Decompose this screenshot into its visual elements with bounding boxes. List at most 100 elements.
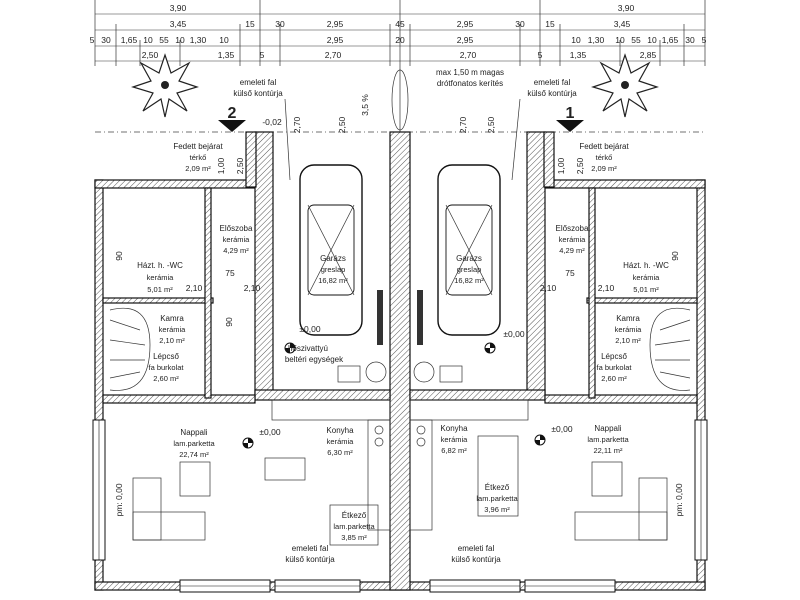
room-area: 22,11 m²: [593, 446, 623, 455]
dimension-labels-row2: 3,45 15 30 2,95 45 2,95 30 15 3,45: [170, 19, 631, 29]
dim-label: 1,30: [588, 35, 605, 45]
vertical-dimension-labels: 2,70 2,50 2,70 2,50 1,00 2,50 1,00 2,50 …: [114, 116, 684, 516]
room-hall-left: Előszoba kerámia 4,29 m²: [220, 224, 253, 255]
car-icon: [299, 164, 363, 336]
room-pantry-left: Kamra kerámia 2,10 m²: [159, 314, 187, 345]
dim-label: 3,90: [618, 3, 635, 13]
room-material: kerámia: [327, 437, 355, 446]
room-pantry-right: Kamra kerámia 2,10 m²: [615, 314, 643, 345]
room-kitchen-left: Konyha kerámia 6,30 m²: [326, 426, 354, 457]
dim-label: 2,10: [186, 283, 203, 293]
dim-label: 20: [395, 35, 405, 45]
room-name: Fedett bejárat: [579, 142, 629, 151]
room-hall-right: Előszoba kerámia 4,29 m²: [556, 224, 589, 255]
dim-label: 2,10: [244, 283, 261, 293]
dim-label: 5: [702, 35, 707, 45]
dim-label: 30: [101, 35, 111, 45]
dim-label: pm: 0,00: [674, 483, 684, 516]
level-label: ±0,00: [551, 424, 572, 434]
room-area: 2,60 m²: [601, 374, 627, 383]
room-material: kerámia: [223, 235, 251, 244]
windows: [92, 419, 708, 593]
note-text: beltéri egységek: [285, 355, 344, 364]
fence-gate: [391, 69, 409, 131]
dim-label: 90: [670, 251, 680, 261]
level-markers: [242, 342, 546, 449]
room-material: lam.parketta: [333, 522, 375, 531]
dim-label: 5: [538, 50, 543, 60]
note-text: emeleti fal: [240, 78, 277, 87]
room-material: fa burkolat: [596, 363, 632, 372]
dim-label: 75: [225, 268, 235, 278]
dim-label: 1,00: [216, 157, 226, 174]
dim-label: 55: [159, 35, 169, 45]
room-entry-right: Fedett bejárat térkő 2,09 m²: [579, 142, 629, 173]
room-utility-left: Házt. h. -WC kerámia 5,01 m²: [137, 261, 183, 294]
entry-level: -0,02: [262, 117, 282, 127]
room-material: greslap: [321, 265, 346, 274]
room-name: Előszoba: [220, 224, 253, 233]
heat-pump-units: [337, 361, 463, 383]
dim-label: 1,30: [190, 35, 207, 45]
room-material: kerámia: [633, 273, 661, 282]
dim-label: 2,85: [640, 50, 657, 60]
dim-label: 75: [565, 268, 575, 278]
outer-wall-note-left: emeleti fal külső kontúrja: [233, 78, 291, 181]
dim-label: 2,95: [327, 35, 344, 45]
room-dining-left: Étkező lam.parketta 3,85 m²: [333, 511, 375, 542]
room-dining-right: Étkező lam.parketta 3,96 m²: [476, 483, 518, 514]
room-name: Étkező: [342, 511, 367, 520]
dim-label: 15: [245, 19, 255, 29]
room-name: Előszoba: [556, 224, 589, 233]
room-name: Házt. h. -WC: [137, 261, 183, 270]
room-stairs-left: Lépcső fa burkolat 2,60 m²: [148, 352, 184, 383]
dim-label: 2,10: [598, 283, 615, 293]
dim-label: 2,70: [460, 50, 477, 60]
dimension-labels-row4: 2,50 1,35 5 2,70 2,70 5 1,35 2,85: [142, 50, 657, 60]
car-icon: [437, 164, 501, 336]
dim-label: 10: [219, 35, 229, 45]
dim-label: 90: [114, 251, 124, 261]
room-material: kerámia: [159, 325, 187, 334]
dim-label: 2,50: [142, 50, 159, 60]
room-garage-left: Garázs greslap 16,82 m²: [318, 254, 348, 285]
note-text: emeleti fal: [458, 544, 495, 553]
room-name: Lépcső: [153, 352, 179, 361]
room-material: greslap: [457, 265, 482, 274]
dim-label: 1,65: [662, 35, 679, 45]
room-utility-right: Házt. h. -WC kerámia 5,01 m²: [623, 261, 669, 294]
level-label: ±0,00: [299, 324, 320, 334]
dim-label: 1,65: [121, 35, 138, 45]
room-area: 2,60 m²: [153, 374, 179, 383]
section-marker-right: 1: [556, 105, 584, 132]
room-area: 16,82 m²: [318, 276, 348, 285]
room-area: 4,29 m²: [223, 246, 249, 255]
room-entry-left: Fedett bejárat térkő 2,09 m²: [173, 142, 223, 173]
dim-label: 15: [545, 19, 555, 29]
dimension-labels-row3: 5 30 1,65 10 55 10 1,30 10 2,95 20 2,95 …: [90, 35, 707, 45]
note-text: max 1,50 m magas: [436, 68, 504, 77]
room-name: Nappali: [180, 428, 207, 437]
room-material: kerámia: [441, 435, 469, 444]
dim-label: pm: 0,00: [114, 483, 124, 516]
room-living-right: Nappali lam.parketta 22,11 m²: [587, 424, 629, 455]
level-label: ±0,00: [259, 427, 280, 437]
room-name: Nappali: [594, 424, 621, 433]
room-material: térkő: [190, 153, 207, 162]
dim-label: 2,50: [575, 157, 585, 174]
dim-label: 2,10: [540, 283, 557, 293]
room-material: kerámia: [147, 273, 175, 282]
room-living-left: Nappali lam.parketta 22,74 m²: [173, 428, 215, 459]
room-material: lam.parketta: [476, 494, 518, 503]
room-material: lam.parketta: [587, 435, 629, 444]
dim-label: 10: [143, 35, 153, 45]
dim-label: 10: [175, 35, 185, 45]
note-text: emeleti fal: [292, 544, 329, 553]
dim-label: 2,50: [235, 157, 245, 174]
fence-note: max 1,50 m magas drótfonatos kerítés: [436, 68, 504, 88]
dim-label: 90: [224, 317, 234, 327]
dim-label: 10: [647, 35, 657, 45]
dim-label: 3,45: [170, 19, 187, 29]
room-area: 3,96 m²: [484, 505, 510, 514]
outer-wall-note-bottom-right: emeleti fal külső kontúrja: [451, 544, 501, 564]
